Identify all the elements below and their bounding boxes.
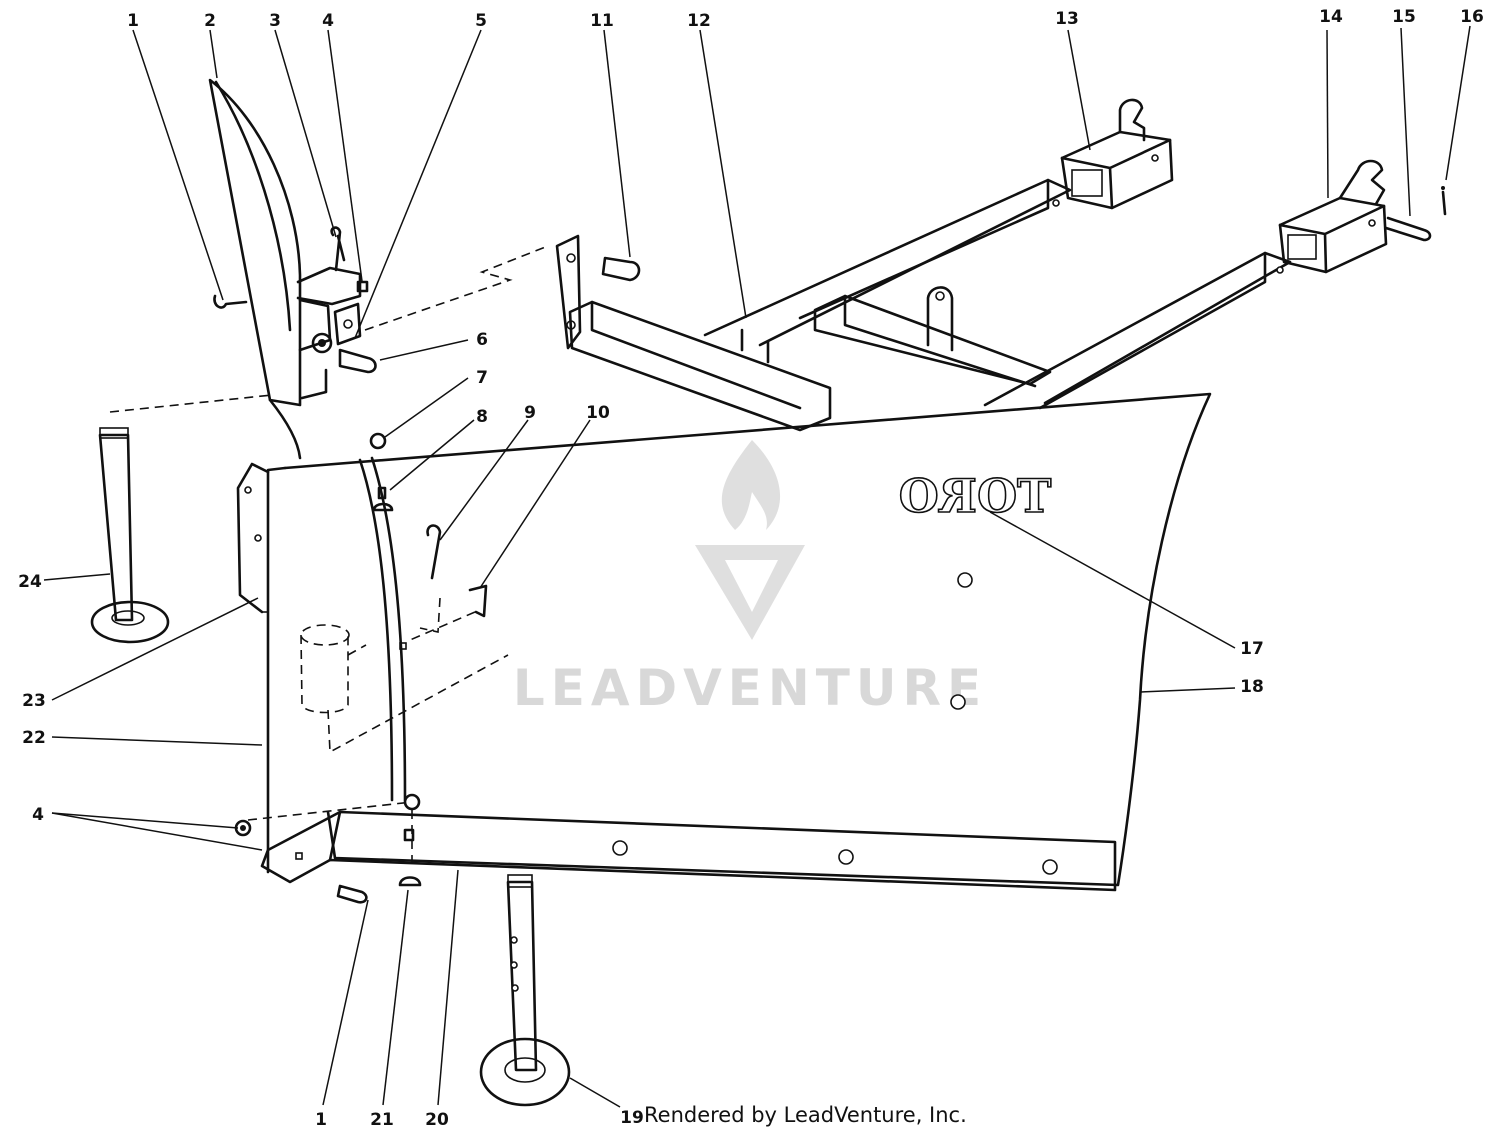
callout-4-left: 4 xyxy=(32,805,44,825)
callout-21: 21 xyxy=(370,1110,394,1130)
callout-14: 14 xyxy=(1319,7,1343,27)
cutting-edge xyxy=(260,810,1117,892)
callout-1-bottom: 1 xyxy=(315,1110,327,1130)
callout-9: 9 xyxy=(524,403,536,423)
callout-2: 2 xyxy=(204,11,216,31)
callout-11: 11 xyxy=(590,11,614,31)
hitch-bracket-left xyxy=(1060,98,1174,210)
callout-19: 19 xyxy=(620,1108,644,1128)
callout-15: 15 xyxy=(1392,7,1416,27)
callout-3: 3 xyxy=(269,11,281,31)
callout-20: 20 xyxy=(425,1110,449,1130)
callout-13: 13 xyxy=(1055,9,1079,29)
blade-brand: TORO xyxy=(899,469,1052,523)
callout-23: 23 xyxy=(22,691,46,711)
callout-4-top: 4 xyxy=(322,11,334,31)
callout-10: 10 xyxy=(586,403,610,423)
callout-5: 5 xyxy=(475,11,487,31)
callout-6: 6 xyxy=(476,330,488,350)
callout-12: 12 xyxy=(687,11,711,31)
blade-pivot-plate xyxy=(208,78,362,460)
watermark-v-icon xyxy=(695,545,805,640)
callout-18: 18 xyxy=(1240,677,1264,697)
callout-24: 24 xyxy=(18,572,42,592)
leader-lines xyxy=(43,25,1471,1108)
callout-22: 22 xyxy=(22,728,46,748)
hitch-pin-clip xyxy=(1441,186,1447,216)
callout-8: 8 xyxy=(476,407,488,427)
skid-shoe-left xyxy=(90,427,170,644)
pivot-bolt xyxy=(311,332,377,374)
callout-16: 16 xyxy=(1460,7,1484,27)
callout-1-top: 1 xyxy=(127,11,139,31)
pivot-screw xyxy=(213,294,248,309)
watermark-flame-icon xyxy=(721,440,781,530)
hitch-pin xyxy=(1384,216,1432,242)
callouts: 1 2 3 4 5 6 7 8 9 10 11 12 13 14 15 16 1… xyxy=(18,7,1484,1130)
callout-7: 7 xyxy=(476,368,488,388)
frame-bolt xyxy=(601,256,641,282)
cotter-pin xyxy=(330,226,346,272)
hitch-frame xyxy=(555,178,1292,432)
watermark-text: LEADVENTURE xyxy=(513,659,987,717)
callout-17: 17 xyxy=(1240,639,1264,659)
pivot-nut xyxy=(356,280,369,293)
hitch-bracket-right xyxy=(1278,159,1388,274)
render-credit: Rendered by LeadVenture, Inc. xyxy=(644,1103,967,1127)
skid-shoe-right xyxy=(479,874,571,1107)
blade-pins xyxy=(369,432,488,650)
pivot-bracket xyxy=(333,302,362,346)
blade-assembly: TORO xyxy=(236,392,1212,887)
assembly-lines xyxy=(109,245,549,870)
watermark: LEADVENTURE xyxy=(513,440,987,717)
